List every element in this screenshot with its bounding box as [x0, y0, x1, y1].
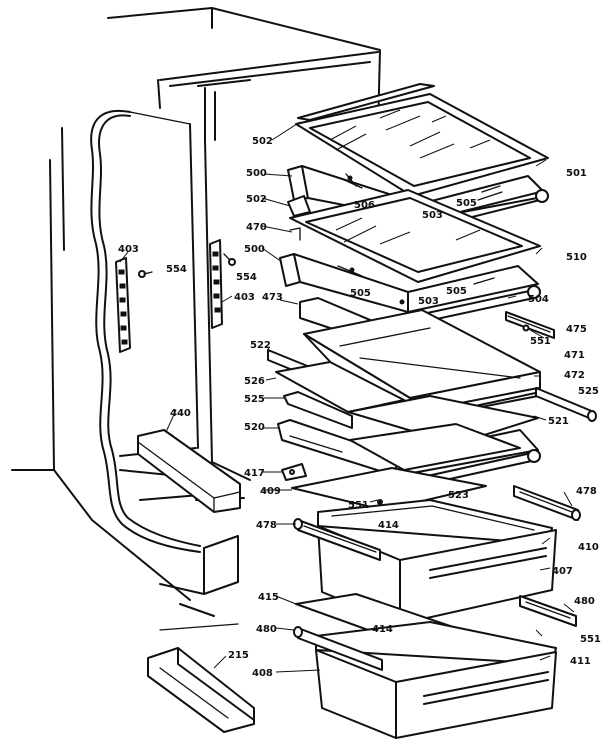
label-551: 551 [530, 336, 551, 347]
rail-525-right [535, 387, 597, 422]
label-504: 504 [528, 294, 549, 305]
label-500: 500 [246, 168, 267, 179]
label-502: 502 [246, 194, 267, 205]
label-440: 440 [170, 408, 191, 419]
bottom-trim-440 [137, 429, 241, 513]
drawer-rail-478-right [513, 485, 581, 521]
label-470: 470 [246, 222, 267, 233]
drawer-rail-478-left [293, 518, 381, 561]
rail-525-left [283, 391, 353, 429]
label-502: 502 [252, 136, 273, 147]
leader-lines [119, 121, 575, 673]
label-503: 503 [418, 296, 439, 307]
label-471: 471 [564, 350, 585, 361]
cabinet-liner [11, 7, 381, 631]
label-505: 505 [350, 288, 371, 299]
callout-labels: 502 500 506 503 505 501 502 470 510 500 … [118, 136, 601, 679]
label-414: 414 [372, 624, 393, 635]
shelf-support-bracket-left [115, 257, 131, 353]
label-472: 472 [564, 370, 585, 381]
label-505: 505 [456, 198, 477, 209]
label-403: 403 [118, 244, 139, 255]
label-551: 551 [348, 500, 369, 511]
middle-glass-shelf [287, 189, 541, 283]
label-417: 417 [244, 468, 265, 479]
label-475: 475 [566, 324, 587, 335]
label-526: 526 [244, 376, 265, 387]
label-523: 523 [448, 490, 469, 501]
label-414: 414 [378, 520, 399, 531]
drawer-rail-480-right [519, 595, 577, 627]
label-407: 407 [552, 566, 573, 577]
label-408: 408 [252, 668, 273, 679]
label-506: 506 [354, 200, 375, 211]
label-501: 501 [566, 168, 587, 179]
label-409: 409 [260, 486, 281, 497]
screw-554-right [223, 253, 236, 266]
clip-417 [281, 463, 307, 481]
label-410: 410 [578, 542, 599, 553]
label-521: 521 [548, 416, 569, 427]
label-478: 478 [256, 520, 277, 531]
top-glass-shelf [295, 83, 549, 197]
label-510: 510 [566, 252, 587, 263]
label-215: 215 [228, 650, 249, 661]
crisper-drawer-upper [317, 499, 557, 625]
crisper-drawer-lower [315, 621, 557, 739]
pan-cover-526 [275, 361, 405, 413]
label-505: 505 [446, 286, 467, 297]
drawer-rail-480-left [293, 626, 383, 671]
label-480: 480 [256, 624, 277, 635]
label-473: 473 [262, 292, 283, 303]
label-554: 554 [236, 272, 257, 283]
label-480: 480 [574, 596, 595, 607]
label-415: 415 [258, 592, 279, 603]
label-411: 411 [570, 656, 591, 667]
label-522: 522 [250, 340, 271, 351]
label-503: 503 [422, 210, 443, 221]
label-478: 478 [576, 486, 597, 497]
shelf-support-bracket-right [209, 239, 223, 329]
label-525: 525 [244, 394, 265, 405]
label-525: 525 [578, 386, 599, 397]
label-554: 554 [166, 264, 187, 275]
label-520: 520 [244, 422, 265, 433]
label-403: 403 [234, 292, 255, 303]
crisper-glass-523 [291, 467, 487, 511]
side-rail-475 [505, 311, 555, 339]
screw-554-left [138, 270, 153, 278]
label-551: 551 [580, 634, 601, 645]
label-500: 500 [244, 244, 265, 255]
door-bin-215 [147, 647, 255, 733]
